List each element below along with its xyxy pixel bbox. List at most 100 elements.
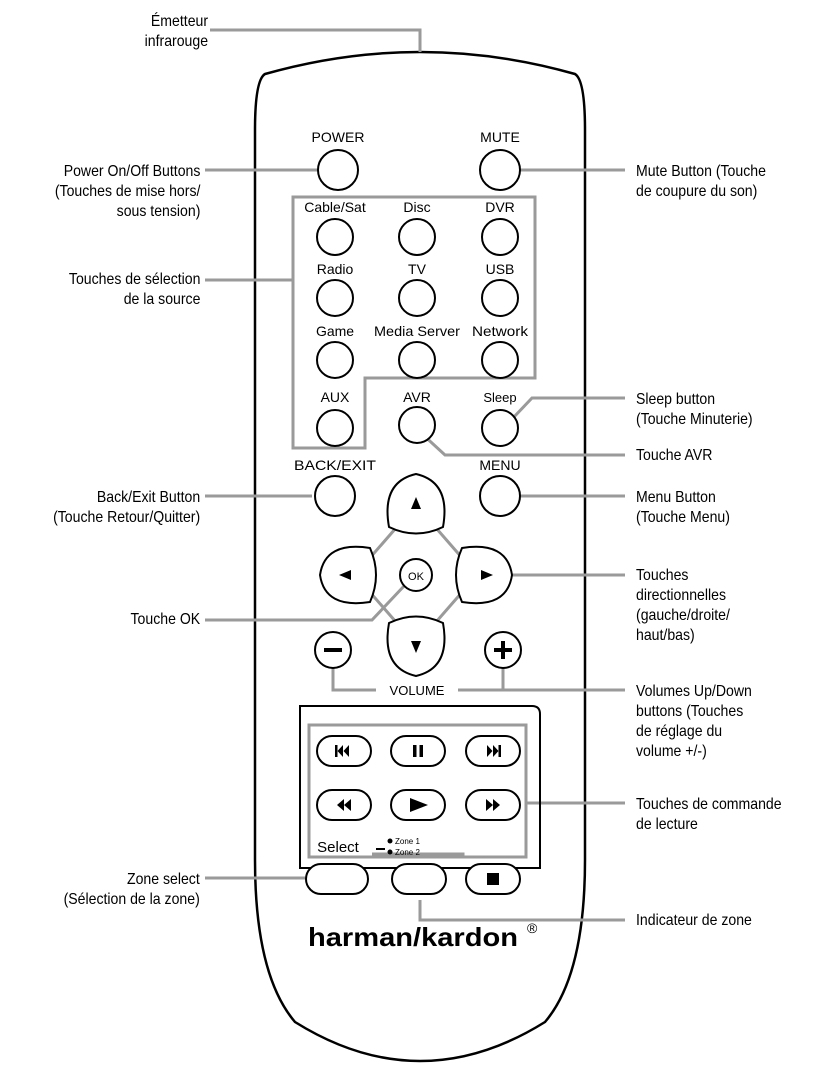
- callout-zone-indicator: Indicateur de zone: [636, 911, 752, 931]
- leader-emitter: [210, 28, 422, 52]
- label-usb: USB: [486, 261, 515, 277]
- aux-button[interactable]: [316, 409, 354, 447]
- callout-volume: Volumes Up/Down buttons (Touches de régl…: [636, 682, 752, 762]
- callout-line: Mute Button (Touche: [636, 163, 766, 180]
- callout-line: de coupure du son): [636, 183, 758, 200]
- radio-button[interactable]: [316, 279, 354, 317]
- select-dash: [376, 848, 385, 850]
- callout-line: Touche OK: [130, 611, 200, 628]
- plus-icon-v: [501, 641, 505, 659]
- callout-line: de lecture: [636, 816, 698, 833]
- label-power: POWER: [312, 129, 365, 145]
- label-ok: OK: [408, 571, 425, 583]
- callout-zone-select: Zone select (Sélection de la zone): [64, 870, 200, 910]
- pause-icon: [413, 745, 423, 757]
- rewind-icon: [337, 799, 351, 811]
- arrow-left-icon: [339, 570, 351, 580]
- callout-mute: Mute Button (Touche de coupure du son): [636, 162, 766, 202]
- zone1-dot: [387, 838, 393, 844]
- back-exit-button[interactable]: [314, 475, 356, 517]
- callout-line: Émetteur: [150, 13, 208, 30]
- callout-avr: Touche AVR: [636, 446, 712, 466]
- label-radio: Radio: [317, 261, 354, 277]
- callout-line: Touches: [636, 567, 689, 584]
- callout-line: Zone select: [127, 871, 200, 888]
- brand-registered-mark: ®: [527, 920, 538, 936]
- callout-line: buttons (Touches: [636, 703, 744, 720]
- source-group-bracket: [291, 195, 537, 450]
- callout-emitter: Émetteur infrarouge: [145, 12, 208, 52]
- menu-button[interactable]: [479, 475, 521, 517]
- label-mute: MUTE: [480, 129, 520, 145]
- mute-button[interactable]: [479, 149, 521, 191]
- next-icon: [487, 745, 501, 757]
- tv-button[interactable]: [398, 279, 436, 317]
- arrow-right-icon: [481, 570, 493, 580]
- callout-line: de réglage du: [636, 723, 723, 740]
- cable-sat-button[interactable]: [316, 218, 354, 256]
- minus-icon: [324, 648, 342, 652]
- label-disc: Disc: [403, 199, 430, 215]
- pause-button[interactable]: [390, 735, 446, 767]
- callout-power: Power On/Off Buttons (Touches de mise ho…: [54, 162, 200, 222]
- label-avr: AVR: [403, 389, 431, 405]
- button-labels: POWER MUTE Cable/Sat Disc DVR Radio TV U…: [294, 129, 529, 856]
- callout-line: haut/bas): [636, 627, 695, 644]
- callout-line: sous tension): [116, 203, 200, 220]
- label-zone1: Zone 1: [395, 837, 420, 846]
- arrow-up-icon: [411, 497, 421, 509]
- leader-zone-indicator: [418, 900, 625, 922]
- avr-button[interactable]: [398, 406, 436, 444]
- callout-line: Menu Button: [636, 489, 716, 506]
- label-select: Select: [317, 839, 360, 856]
- callout-menu: Menu Button (Touche Menu): [636, 488, 730, 528]
- play-icon: [410, 798, 428, 812]
- callout-line: infrarouge: [144, 33, 208, 50]
- usb-button[interactable]: [481, 279, 519, 317]
- dvr-button[interactable]: [481, 218, 519, 256]
- media-server-button[interactable]: [398, 341, 436, 379]
- callout-line: directionnelles: [636, 587, 727, 604]
- stop-icon: [487, 873, 499, 885]
- callout-line: Back/Exit Button: [96, 489, 200, 506]
- previous-icon: [335, 745, 349, 757]
- callout-line: (Touches de mise hors/: [54, 183, 200, 200]
- callout-line: Indicateur de zone: [636, 912, 752, 929]
- playback-group-bracket: [307, 723, 528, 859]
- game-button[interactable]: [316, 341, 354, 379]
- callout-line: de la source: [123, 291, 200, 308]
- playback-panel-outline: [299, 705, 541, 869]
- callout-line: volume +/-): [636, 743, 707, 760]
- callout-line: Power On/Off Buttons: [63, 163, 201, 180]
- disc-button[interactable]: [398, 218, 436, 256]
- arrow-down-icon: [411, 641, 421, 653]
- callout-line: (Touche Minuterie): [636, 411, 753, 428]
- label-aux: AUX: [321, 389, 350, 405]
- callout-source: Touches de sélection de la source: [68, 270, 200, 310]
- label-menu: MENU: [479, 457, 520, 473]
- callout-line: (Touche Menu): [636, 509, 730, 526]
- label-volume: VOLUME: [390, 683, 445, 698]
- ok-button[interactable]: [399, 558, 433, 592]
- callout-line: (Sélection de la zone): [63, 891, 200, 908]
- callout-line: Volumes Up/Down: [636, 683, 752, 700]
- leader-sleep: [511, 396, 625, 420]
- label-network: Network: [472, 323, 529, 339]
- label-tv: TV: [408, 261, 427, 277]
- label-zone2: Zone 2: [395, 848, 420, 857]
- sleep-button[interactable]: [481, 409, 519, 447]
- label-dvr: DVR: [485, 199, 515, 215]
- power-button[interactable]: [317, 149, 359, 191]
- zone-select-button[interactable]: [305, 863, 369, 895]
- callout-sleep: Sleep button (Touche Minuterie): [636, 390, 753, 430]
- volume-label-bg: [376, 680, 458, 700]
- callout-line: Touches de commande: [636, 796, 782, 813]
- leader-ok: [205, 583, 407, 622]
- network-button[interactable]: [481, 341, 519, 379]
- label-media-server: Media Server: [374, 323, 460, 339]
- label-cable-sat: Cable/Sat: [304, 199, 366, 215]
- zone2-dot: [387, 849, 393, 855]
- callout-line: (gauche/droite/: [636, 607, 730, 624]
- zone-indicator-button[interactable]: [391, 863, 447, 895]
